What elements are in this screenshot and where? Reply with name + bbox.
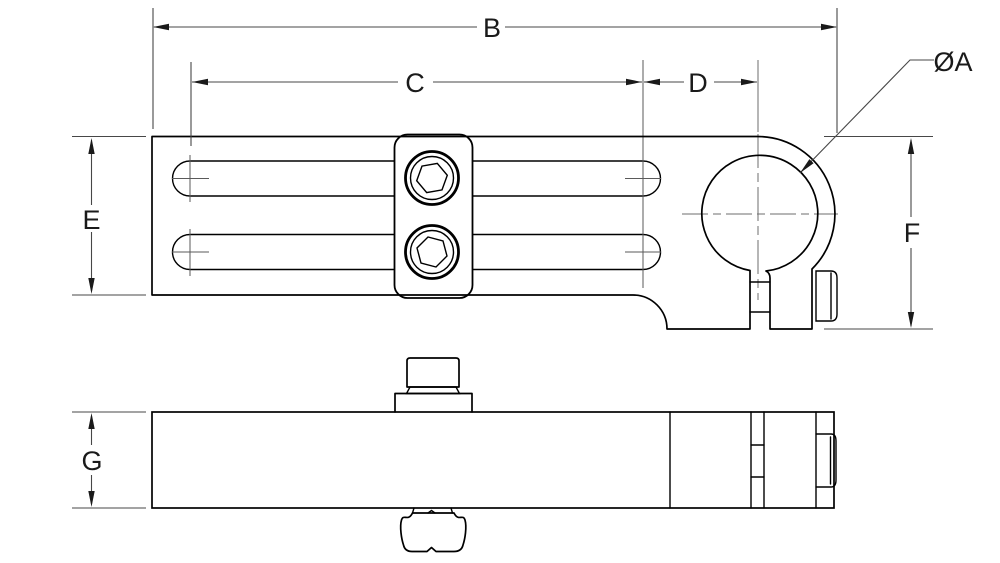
clamp-screw-head-top [815,270,838,322]
dim-label-C: C [405,68,425,98]
arrowhead-right [821,23,837,31]
arrowhead-right [626,78,642,86]
side-slit-ticks [750,444,765,478]
bore-centerlines [682,60,838,300]
arrowhead-down [88,491,95,507]
socket-screw-lower [404,224,460,280]
arrowhead-up [88,413,95,429]
dim-label-G: G [81,446,102,476]
dimension-C: C [190,62,642,146]
slit-ticks [749,281,771,313]
top-screw-assembly [394,357,473,413]
leader-arrowhead [800,159,814,173]
arrowhead-down [907,312,915,328]
socket-screw-upper [404,150,460,206]
dimension-F: F [824,135,933,330]
arrowhead-left [644,78,660,86]
side-view-bar [151,411,835,509]
dim-label-E: E [82,205,100,235]
hex-socket-icon [416,236,448,268]
arrowhead-up [907,138,915,154]
dim-label-diameter-A: ØA [933,47,972,77]
hex-socket-icon [415,162,449,194]
swivel-foot [399,507,467,553]
slot-centermarks [172,60,661,288]
clamp-screw-head-side [815,433,837,488]
dim-label-D: D [688,68,708,98]
dim-label-F: F [904,218,921,248]
top-view-outline [151,135,836,330]
arrowhead-up [88,138,95,154]
top-view [151,60,838,330]
side-view-edges [669,411,817,509]
arrowhead-down [88,278,95,294]
leader-diameter-A: ØA [799,47,973,174]
arrowhead-left [192,78,208,86]
dim-label-B: B [483,13,501,43]
side-view [151,357,837,553]
arrowhead-right [741,78,757,86]
dimension-G: G [72,411,146,509]
dimension-B: B [152,8,838,133]
arrowhead-left [153,23,169,31]
dimension-E: E [72,135,146,296]
dimension-D: D [644,68,757,98]
